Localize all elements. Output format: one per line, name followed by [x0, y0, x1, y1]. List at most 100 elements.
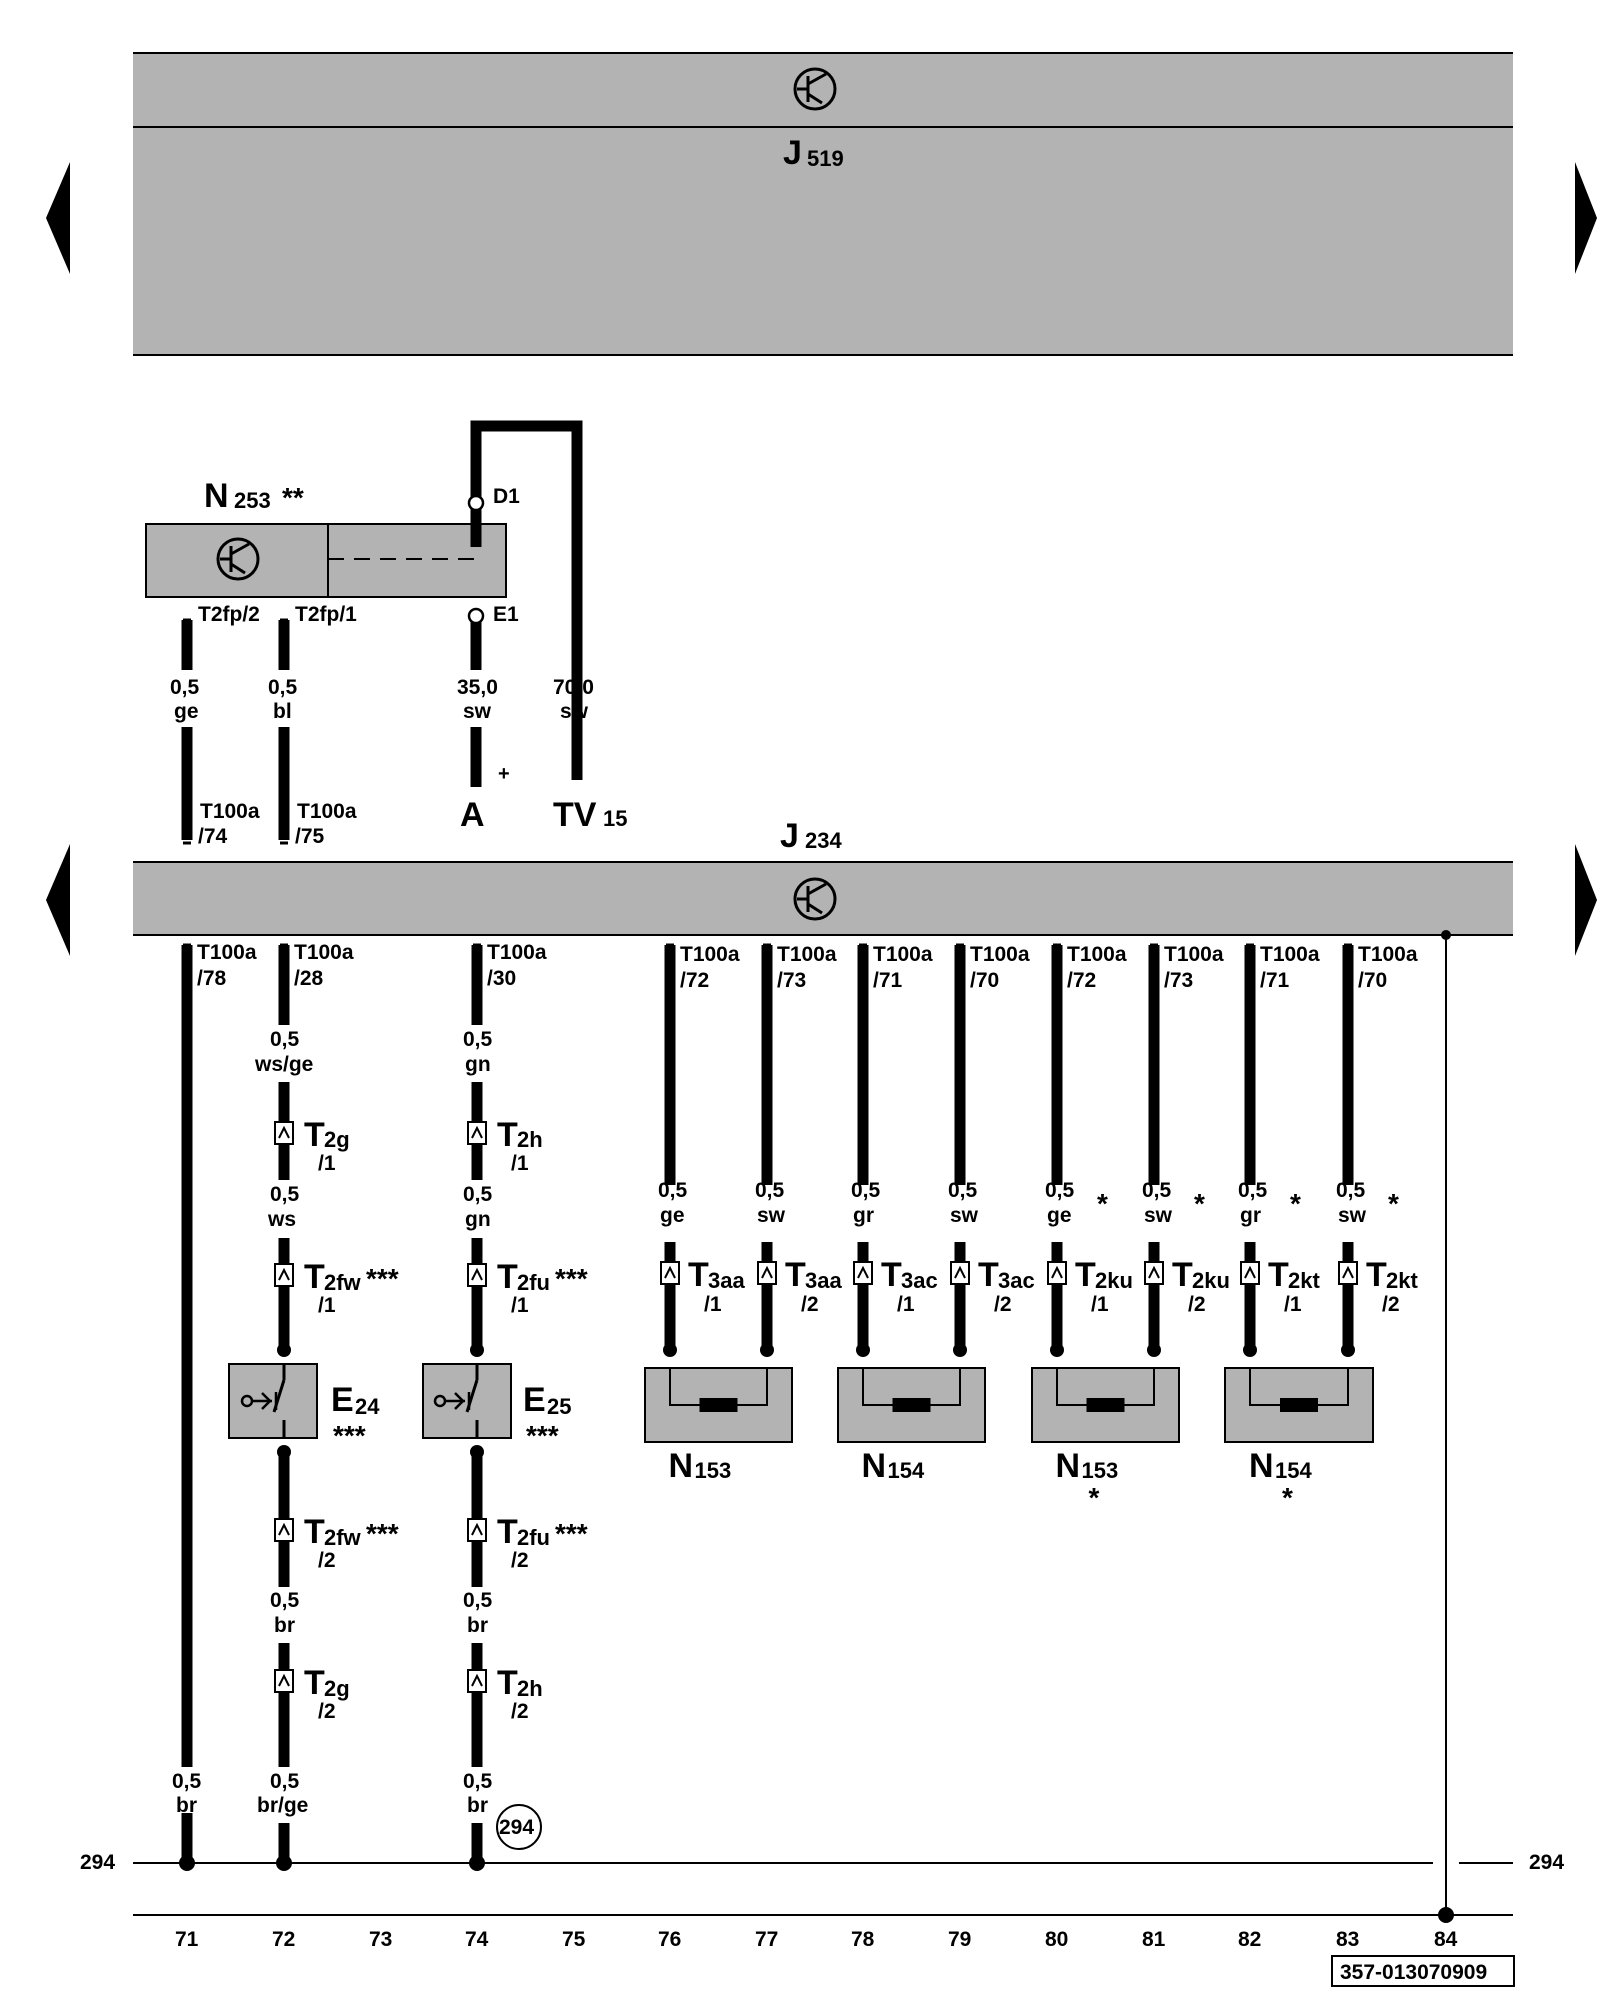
connector-icon: [471, 1267, 483, 1281]
wire-size: 0,5: [755, 1179, 785, 1202]
column-number: 79: [948, 1928, 971, 1951]
ground-dot: [276, 1855, 292, 1871]
ground-ref-right: 294: [1529, 1851, 1564, 1874]
next-page-arrow-mid[interactable]: [1575, 844, 1597, 956]
wire-size: 0,5: [658, 1179, 688, 1202]
battery-pole: +: [498, 763, 510, 785]
solenoid-sub: 154: [1275, 1458, 1312, 1483]
transistor-icon: [793, 67, 837, 111]
pin-number: /73: [1164, 969, 1193, 992]
column-number: 72: [272, 1928, 295, 1951]
pin-label: T100a: [487, 941, 547, 964]
connector-icon: [1338, 1261, 1358, 1285]
prev-page-arrow-top[interactable]: [46, 162, 70, 274]
isolator-n253: N 253 ** T2fp/2 T2fp/1 D1 E1: [145, 477, 520, 626]
connector-num: /1: [511, 1294, 529, 1317]
column-number: 80: [1045, 1928, 1068, 1951]
connector-icon: [274, 1518, 294, 1542]
connector-letter: T: [881, 1256, 902, 1294]
ground-ref-circle: [496, 1804, 542, 1850]
connector-sub: 3aa: [805, 1268, 842, 1293]
prev-page-arrow-mid[interactable]: [46, 844, 70, 956]
connector-sub: 2fw: [324, 1525, 362, 1550]
e25-sub: 25: [547, 1394, 571, 1419]
connector-letter: T: [1075, 1256, 1096, 1294]
column-number: 84: [1434, 1928, 1458, 1951]
control-unit-j519: J 519: [133, 52, 1513, 356]
solenoid-coil-icon: [1280, 1398, 1318, 1412]
pin-label: T100a: [1260, 943, 1320, 966]
tv15-letter: TV: [553, 796, 597, 834]
pin-number: /70: [1358, 969, 1387, 992]
wire-color: gn: [465, 1208, 491, 1231]
connector-num: /2: [511, 1700, 529, 1723]
wire-color: ge: [1047, 1204, 1072, 1227]
transistor-icon: [793, 877, 837, 921]
wire-color: sw: [757, 1204, 786, 1227]
solenoid-letter: N: [862, 1447, 887, 1485]
connector-sub: 3ac: [901, 1268, 938, 1293]
wire-color: gr: [1240, 1204, 1261, 1227]
wire-color: ws: [267, 1208, 296, 1231]
ground-dot: [179, 1855, 195, 1871]
connector-mark: ***: [555, 1263, 588, 1294]
connector-icon: [1342, 1265, 1354, 1279]
connector-icon: [278, 1522, 290, 1536]
wire-color: sw: [463, 700, 492, 723]
connector-num: /1: [1091, 1293, 1109, 1316]
wire-size: 0,5: [270, 1589, 300, 1612]
column-number: 76: [658, 1928, 681, 1951]
solenoid-letter: N: [1056, 1447, 1081, 1485]
connector-letter: T: [497, 1258, 518, 1296]
n253-pin-1: T2fp/2: [198, 603, 260, 626]
e25-letter: E: [523, 1381, 546, 1419]
solenoid-sub: 154: [888, 1458, 925, 1483]
junction-dot: [277, 1343, 291, 1357]
wire-mark: *: [1194, 1188, 1205, 1219]
n253-pin-e1: E1: [493, 603, 519, 626]
switch-e24: E 24 ***: [228, 1363, 380, 1451]
junction-dot: [760, 1343, 774, 1357]
wire-size: 0,5: [463, 1770, 493, 1793]
connector-letter: T: [785, 1256, 806, 1294]
wire-size: 0,5: [172, 1770, 202, 1793]
junction-dot: [663, 1343, 677, 1357]
connector-num: /2: [318, 1549, 336, 1572]
transistor-icon: [216, 537, 260, 581]
wire-color: br: [467, 1794, 488, 1817]
connector-icon: [660, 1261, 680, 1285]
ground-dot: [469, 1855, 485, 1871]
ground-ref-left: 294: [80, 1851, 115, 1874]
junction-dot: [1050, 1343, 1064, 1357]
connector-sub: 2h: [517, 1676, 543, 1701]
wire-d1-to-tv15: [470, 420, 583, 780]
connector-sub: 2kt: [1288, 1268, 1320, 1293]
connector-sub: 2kt: [1386, 1268, 1418, 1293]
terminal-e1: [467, 607, 485, 625]
connector-icon: [761, 1265, 773, 1279]
n253-pin-d1: D1: [493, 485, 520, 508]
j519-sub: 519: [807, 146, 844, 171]
junction-dot: [1341, 1343, 1355, 1357]
connector-icon: [278, 1673, 290, 1687]
wire-color: ws/ge: [254, 1053, 313, 1076]
solenoid-letter: N: [669, 1447, 694, 1485]
wire-size: 0,5: [463, 1183, 493, 1206]
solenoid-sub: 153: [1082, 1458, 1119, 1483]
connector-icon: [857, 1265, 869, 1279]
pin-number: /75: [295, 825, 325, 848]
junction-dot: [953, 1343, 967, 1357]
connector-icon: [471, 1125, 483, 1139]
pin-label: T100a: [1067, 943, 1127, 966]
pin-number: /72: [680, 969, 709, 992]
connector-icon: [1047, 1261, 1067, 1285]
solenoid-mark: *: [1282, 1482, 1293, 1513]
next-page-arrow-top[interactable]: [1575, 162, 1597, 274]
terminal-d1: [467, 494, 485, 512]
junction-dot: [1441, 930, 1451, 940]
solenoid-coil-icon: [699, 1398, 738, 1412]
wire-size: 0,5: [851, 1179, 881, 1202]
column-number: 77: [755, 1928, 778, 1951]
junction-dot: [1147, 1343, 1161, 1357]
